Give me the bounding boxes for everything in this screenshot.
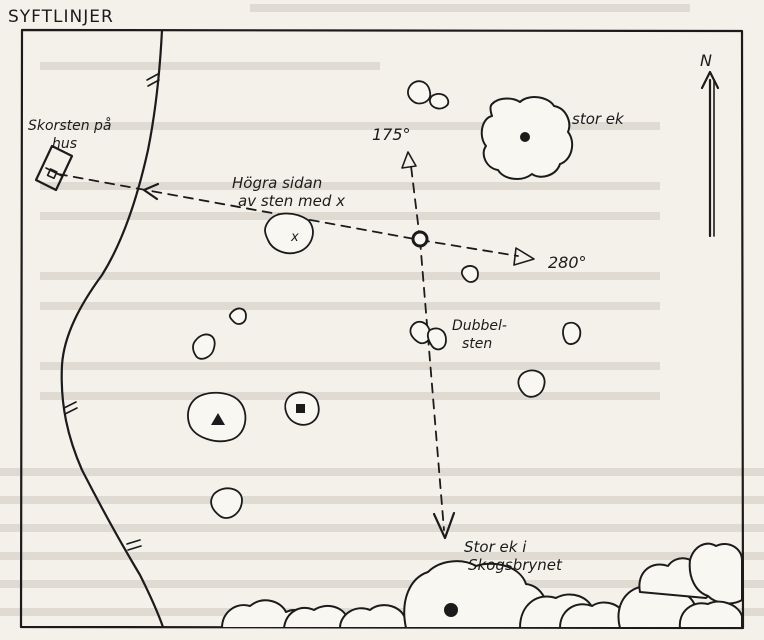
label-double-stone-line2: sten — [462, 336, 492, 352]
rock — [192, 333, 216, 360]
double-stone-rock — [409, 320, 432, 345]
label-forest-oak-line1: Stor ek i — [464, 538, 527, 556]
sight-line-north — [410, 165, 421, 241]
label-big-oak: stor ek — [572, 110, 625, 128]
label-bearing-east: 280° — [548, 253, 587, 272]
fence-hatch — [146, 73, 160, 87]
rock — [429, 93, 450, 110]
fence-line — [60, 30, 165, 628]
sight-line-east — [419, 239, 519, 257]
north-arrow-icon — [700, 70, 720, 238]
map-title: SYFTLINJER — [8, 7, 114, 27]
triangle-marker-icon — [211, 413, 225, 425]
north-label: N — [700, 51, 712, 70]
forest-oak-marker-icon — [444, 603, 458, 617]
arrow-west-icon — [142, 182, 160, 201]
sight-line-west — [57, 173, 421, 241]
rock — [210, 487, 243, 519]
label-rock-mark: x — [290, 230, 299, 245]
rock — [517, 369, 546, 398]
background-bleed-through — [0, 4, 764, 616]
rock — [407, 80, 432, 105]
rock — [228, 307, 247, 325]
arrow-south-icon — [432, 511, 456, 540]
rock-with-x — [264, 212, 314, 255]
label-right-side-line1: Högra sidan — [232, 174, 322, 192]
arrow-north-icon — [401, 151, 417, 169]
rock — [562, 321, 582, 345]
label-right-side-line2: av sten med x — [238, 192, 345, 210]
forest-edge — [221, 542, 742, 628]
rock — [460, 265, 479, 283]
label-double-stone-line1: Dubbel- — [452, 318, 507, 334]
standpoint-icon — [411, 230, 429, 248]
label-forest-oak-line2: Skogsbrynet — [468, 556, 563, 574]
label-bearing-north: 175° — [372, 125, 411, 144]
label-chimney-line1: Skorsten på — [28, 117, 112, 134]
map-frame — [19, 28, 745, 630]
sight-line-south — [419, 239, 445, 531]
double-stone-rock — [426, 327, 447, 351]
arrow-east-icon — [513, 247, 535, 266]
fence-hatch — [126, 539, 142, 551]
square-marker-icon — [296, 404, 305, 413]
fence-hatch — [63, 401, 78, 415]
big-oak-marker-icon — [520, 132, 530, 142]
label-chimney-line2: hus — [52, 136, 77, 152]
